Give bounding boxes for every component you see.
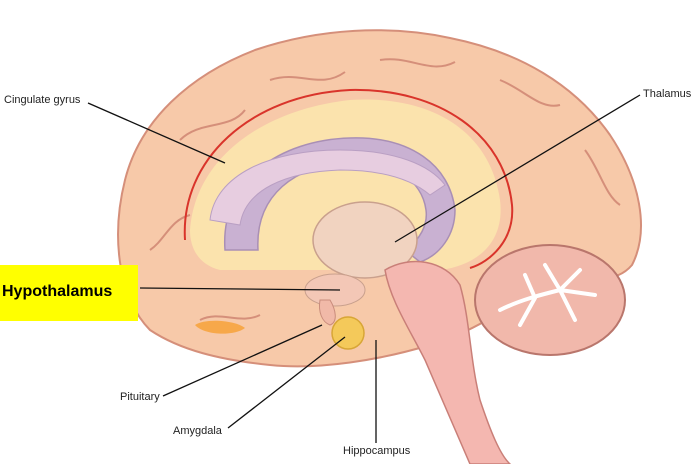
pituitary-structure: [319, 299, 336, 326]
label-pituitary: Pituitary: [120, 391, 160, 403]
cerebellum: [474, 244, 626, 356]
leader-cingulate: [87, 102, 226, 164]
leader-amygdala: [227, 336, 346, 429]
gyri-folds: [149, 58, 621, 321]
label-amygdala: Amygdala: [173, 425, 222, 437]
hypothalamus-highlight-box: Hypothalamus: [0, 265, 138, 321]
label-thalamus: Thalamus: [643, 88, 692, 100]
label-hippocampus: Hippocampus: [343, 445, 411, 457]
label-cingulate-gyrus: Cingulate gyrus: [4, 94, 81, 106]
cerebellum-arbor: [498, 263, 597, 327]
temporal-lobe-highlight: [195, 320, 245, 334]
label-hypothalamus: Hypothalamus: [2, 283, 113, 300]
brainstem: [384, 260, 512, 464]
thalamus-structure: [312, 201, 418, 279]
inner-region: [190, 99, 501, 270]
leader-lines: [87, 94, 641, 443]
leader-pituitary: [162, 324, 323, 397]
leader-thalamus: [394, 94, 641, 243]
corpus-callosum: [209, 149, 446, 226]
limbic-ring: [183, 88, 514, 269]
leader-hypothalamus: [139, 287, 341, 291]
